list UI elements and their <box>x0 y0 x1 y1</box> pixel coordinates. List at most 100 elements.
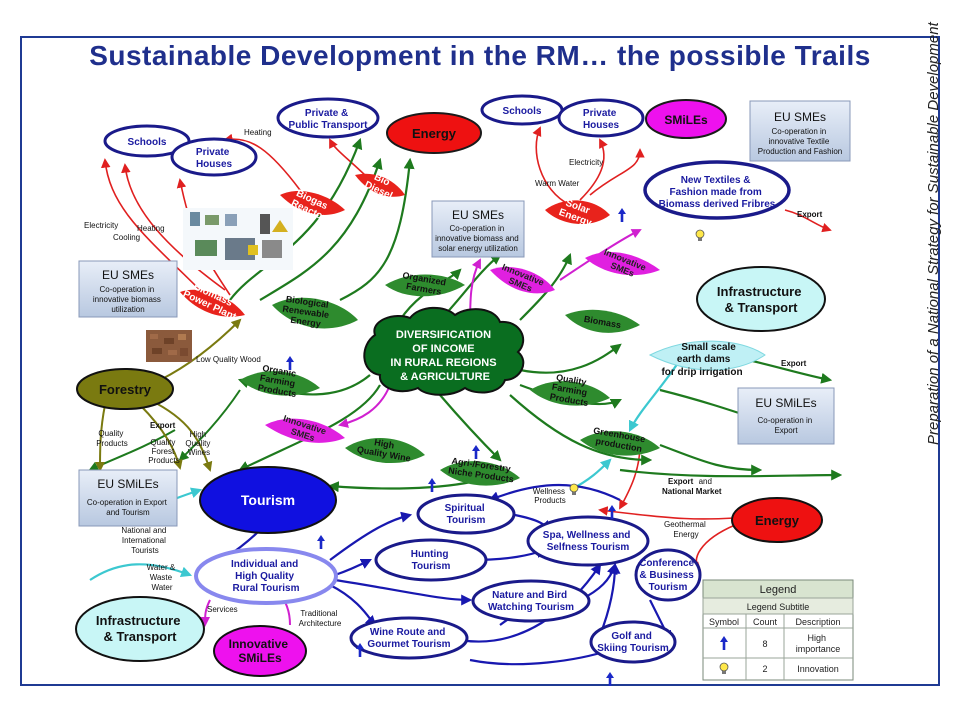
legend-header-count: Count <box>753 617 778 627</box>
arrow-red <box>121 163 226 291</box>
label-services: Services <box>207 605 238 614</box>
lightbulb-icon <box>695 229 705 241</box>
leaf-label-line: earth dams <box>677 354 731 365</box>
leaf-biomass <box>565 309 640 333</box>
svg-text:Co-operation in innova: Co-operation in innovative Textile Produ… <box>758 127 843 156</box>
label-water-waste: Water & <box>147 563 176 572</box>
label-export-national: Export <box>668 477 694 486</box>
arrow-olive <box>95 404 106 472</box>
blue-up-arrow-icon <box>428 478 436 492</box>
label-quality-forest: Quality <box>150 438 175 447</box>
label-low-quality-wood: Low Quality Wood <box>196 355 261 364</box>
arrow-magenta <box>559 229 642 281</box>
private-public-transport-oval <box>276 97 380 139</box>
box-head: EU SMiLEs <box>755 396 816 410</box>
golf-line: Golf and <box>611 631 652 642</box>
arrow-olive <box>139 404 183 470</box>
tourism-oval <box>199 466 337 534</box>
svg-text:Infrastructure & Transpo: Infrastructure & Transport <box>96 613 184 644</box>
private-houses-right-oval <box>557 98 645 138</box>
center-line: OF INCOME <box>412 343 474 355</box>
svg-text:Private Houses: Private Houses <box>196 147 233 170</box>
svg-text:Geothermal Energy: Geothermal Energy <box>664 520 708 539</box>
energy-top-label: Energy <box>412 126 457 141</box>
conference-line: & Business <box>639 570 694 581</box>
box-body-line: Co-operation in <box>450 224 505 233</box>
innovation-markers <box>569 229 705 495</box>
innovative-smiles-oval <box>213 625 307 677</box>
lightbulb-icon <box>569 483 579 495</box>
arrow-red <box>100 158 206 296</box>
svg-text:Water & Waste Wate: Water & Waste Water <box>147 563 178 592</box>
textiles-line: New Textiles & <box>681 175 751 186</box>
nature-line: Nature and Bird <box>492 590 567 601</box>
spiritual-tourism-oval <box>416 493 516 535</box>
nature-line: Watching Tourism <box>488 602 574 613</box>
legend-desc-importance: High <box>807 633 826 643</box>
box-body-line: and Tourism <box>106 508 150 517</box>
legend-title: Legend <box>760 584 797 596</box>
arrow-blue <box>329 511 413 561</box>
label-export-dams: Export <box>781 359 807 368</box>
box-body-line: innovative Textile <box>768 137 829 146</box>
label-quality-forest: Products <box>148 456 180 465</box>
hunting-tourism-oval <box>374 538 488 582</box>
leaf-biomass-power-plant <box>180 289 245 317</box>
spa-line: Selfness Tourism <box>547 542 630 553</box>
arrow-olive <box>159 318 242 381</box>
svg-text:New Textiles & Fashion m: New Textiles & Fashion made from Biomass… <box>659 175 776 210</box>
arrow-green <box>619 468 843 481</box>
individual-rural-tourism-oval <box>194 547 338 605</box>
arrow-red <box>784 209 832 233</box>
svg-text:Private Houses: Private Houses <box>583 108 620 131</box>
infra-right-line: & Transport <box>725 300 799 315</box>
box-body-line: solar energy utilization <box>438 244 518 253</box>
svg-text:Conference & Business: Conference & Business Tourism <box>639 558 697 593</box>
hunting-line: Hunting <box>411 549 449 560</box>
leaf-high-quality-wine <box>345 438 425 464</box>
arrow-magenta <box>338 384 391 428</box>
svg-text:Co-operation in Export: Co-operation in Export <box>758 416 815 435</box>
arrow-green <box>327 478 481 493</box>
importance-markers <box>286 208 626 686</box>
label-high-quality-wines: Wines <box>188 448 210 457</box>
label-warm-water: Warm Water <box>535 179 580 188</box>
schools-right-label: Schools <box>503 106 542 117</box>
arrow-red <box>691 524 736 572</box>
spa-wellness-oval <box>526 515 650 567</box>
label-export-national: National Market <box>662 487 722 496</box>
energy-bottom-oval <box>731 497 823 543</box>
box-head: EU SMEs <box>452 208 504 222</box>
svg-text:Golf and Skiing Tourism: Golf and Skiing Tourism <box>597 631 669 654</box>
legend-desc-importance: importance <box>796 644 841 654</box>
blue-up-arrow-icon <box>618 208 626 222</box>
label-export-textiles: Export <box>797 210 823 219</box>
box-body-line: Co-operation in Export <box>87 498 168 507</box>
leaf-organic-farming <box>240 371 320 396</box>
leaf-innovative-smes-right <box>585 251 660 276</box>
label-traditional-architecture: Traditional <box>300 609 337 618</box>
box-body-line: innovative biomass and <box>435 234 519 243</box>
svg-text:Innovative SMiLEs: Innovative SMiLEs <box>229 637 292 665</box>
forestry-oval <box>76 368 174 410</box>
eu-smiles-tourism-box: EU SMiLEs Co-operation in Export and Tou… <box>78 469 178 527</box>
arrow-blue <box>487 483 621 502</box>
svg-text:Spiritual Tourism: Spiritual Tourism <box>445 503 488 526</box>
label-traditional-architecture: Architecture <box>299 619 342 628</box>
private-houses-right-line: Houses <box>583 120 620 131</box>
golf-line: Skiing Tourism <box>597 643 669 654</box>
wine-route-line: Wine Route and <box>370 627 445 638</box>
nature-bird-oval <box>471 579 591 623</box>
center-line: DIVERSIFICATION <box>396 329 491 341</box>
svg-text:Co-operation in innova: Co-operation in innovative biomass and s… <box>435 224 521 253</box>
transport-line: Private & <box>305 108 348 119</box>
spiritual-line: Tourism <box>447 515 486 526</box>
label-export-forestry: Export <box>150 421 176 430</box>
conference-business-oval <box>634 548 702 602</box>
arrow-green <box>339 157 415 301</box>
label-water-waste: Water <box>151 583 172 592</box>
arrow-blue <box>334 578 473 606</box>
svg-text:Hunting Tourism: Hunting Tourism <box>411 549 452 572</box>
arrow-red <box>223 133 301 191</box>
